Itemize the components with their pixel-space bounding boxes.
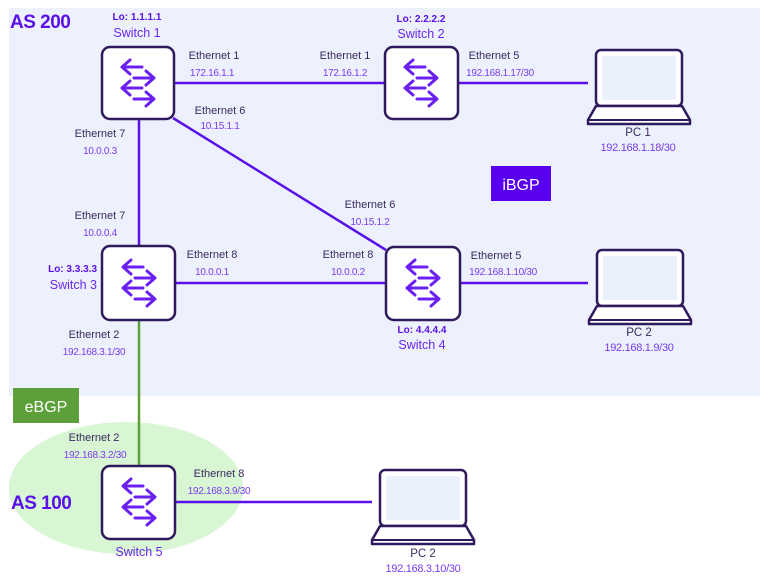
switch-4-loopback: Lo: 4.4.4.4 xyxy=(398,325,447,336)
switch-5[interactable] xyxy=(100,464,177,541)
switch-2-loopback: Lo: 2.2.2.2 xyxy=(397,14,446,25)
sw4-e5-name: Ethernet 5 xyxy=(471,250,522,262)
ibgp-badge: iBGP xyxy=(491,166,551,201)
sw1-e1-ip: 172.16.1.1 xyxy=(190,68,235,79)
ebgp-badge: eBGP xyxy=(13,388,79,423)
sw4-e8-ip: 10.0.0.2 xyxy=(331,267,365,278)
sw2-e1-name: Ethernet 1 xyxy=(320,50,371,62)
sw5-e2-name: Ethernet 2 xyxy=(69,432,120,444)
sw1-e7-name: Ethernet 7 xyxy=(75,128,126,140)
switch-5-name: Switch 5 xyxy=(115,545,162,559)
sw1-e1-name: Ethernet 1 xyxy=(189,50,240,62)
pc-1-ip: 192.168.1.18/30 xyxy=(600,142,675,154)
sw5-e8-ip: 192.168.3.9/30 xyxy=(188,486,251,497)
sw4-e8-name: Ethernet 8 xyxy=(323,249,374,261)
pc-2[interactable] xyxy=(587,248,693,326)
pc-3-ip: 192.168.3.10/30 xyxy=(385,563,460,575)
switch-1-name: Switch 1 xyxy=(113,26,160,40)
sw3-e8-ip: 10.0.0.1 xyxy=(195,267,229,278)
sw3-e8-name: Ethernet 8 xyxy=(187,249,238,261)
links xyxy=(137,81,588,504)
switch-3-name: Switch 3 xyxy=(50,278,97,292)
sw5-e2-ip: 192.168.3.2/30 xyxy=(64,450,127,461)
switch-4[interactable] xyxy=(384,245,462,322)
pc-3[interactable] xyxy=(370,468,476,546)
as-100-label: AS 100 xyxy=(11,493,71,514)
sw4-e6-name: Ethernet 6 xyxy=(345,199,396,211)
sw3-e2-name: Ethernet 2 xyxy=(69,329,120,341)
sw5-e8-name: Ethernet 8 xyxy=(194,468,245,480)
sw3-e7-name: Ethernet 7 xyxy=(75,210,126,222)
sw2-e5-name: Ethernet 5 xyxy=(469,50,520,62)
sw1-e6-name: Ethernet 6 xyxy=(195,105,246,117)
ebgp-badge-label: eBGP xyxy=(25,399,68,416)
ibgp-badge-label: iBGP xyxy=(502,177,539,194)
switch-3-loopback: Lo: 3.3.3.3 xyxy=(48,264,97,275)
sw4-e5-ip: 192.168.1.10/30 xyxy=(469,267,538,278)
sw1-e6-ip: 10.15.1.1 xyxy=(200,121,240,132)
pc-3-name: PC 2 xyxy=(410,548,436,560)
pc-1[interactable] xyxy=(586,48,692,126)
switch-2[interactable] xyxy=(383,45,460,121)
pc-2-name: PC 2 xyxy=(626,327,652,339)
laptop-icon xyxy=(587,248,693,326)
as-200-label: AS 200 xyxy=(10,12,70,33)
switch-3[interactable] xyxy=(100,244,177,322)
switch-1[interactable] xyxy=(100,45,176,121)
sw3-e2-ip: 192.168.3.1/30 xyxy=(63,347,126,358)
sw2-e1-ip: 172.16.1.2 xyxy=(323,68,368,79)
switch-4-name: Switch 4 xyxy=(398,338,445,352)
sw1-e7-ip: 10.0.0.3 xyxy=(83,146,117,157)
laptop-icon xyxy=(586,48,692,126)
sw3-e7-ip: 10.0.0.4 xyxy=(83,228,117,239)
switch-1-loopback: Lo: 1.1.1.1 xyxy=(113,12,162,23)
link-sw1-sw4 xyxy=(172,116,387,252)
sw2-e5-ip: 192.168.1.17/30 xyxy=(466,68,535,79)
sw4-e6-ip: 10.15.1.2 xyxy=(350,217,390,228)
switch-2-name: Switch 2 xyxy=(397,27,444,41)
laptop-icon xyxy=(370,468,476,546)
pc-2-ip: 192.168.1.9/30 xyxy=(604,342,673,354)
pc-1-name: PC 1 xyxy=(625,127,651,139)
